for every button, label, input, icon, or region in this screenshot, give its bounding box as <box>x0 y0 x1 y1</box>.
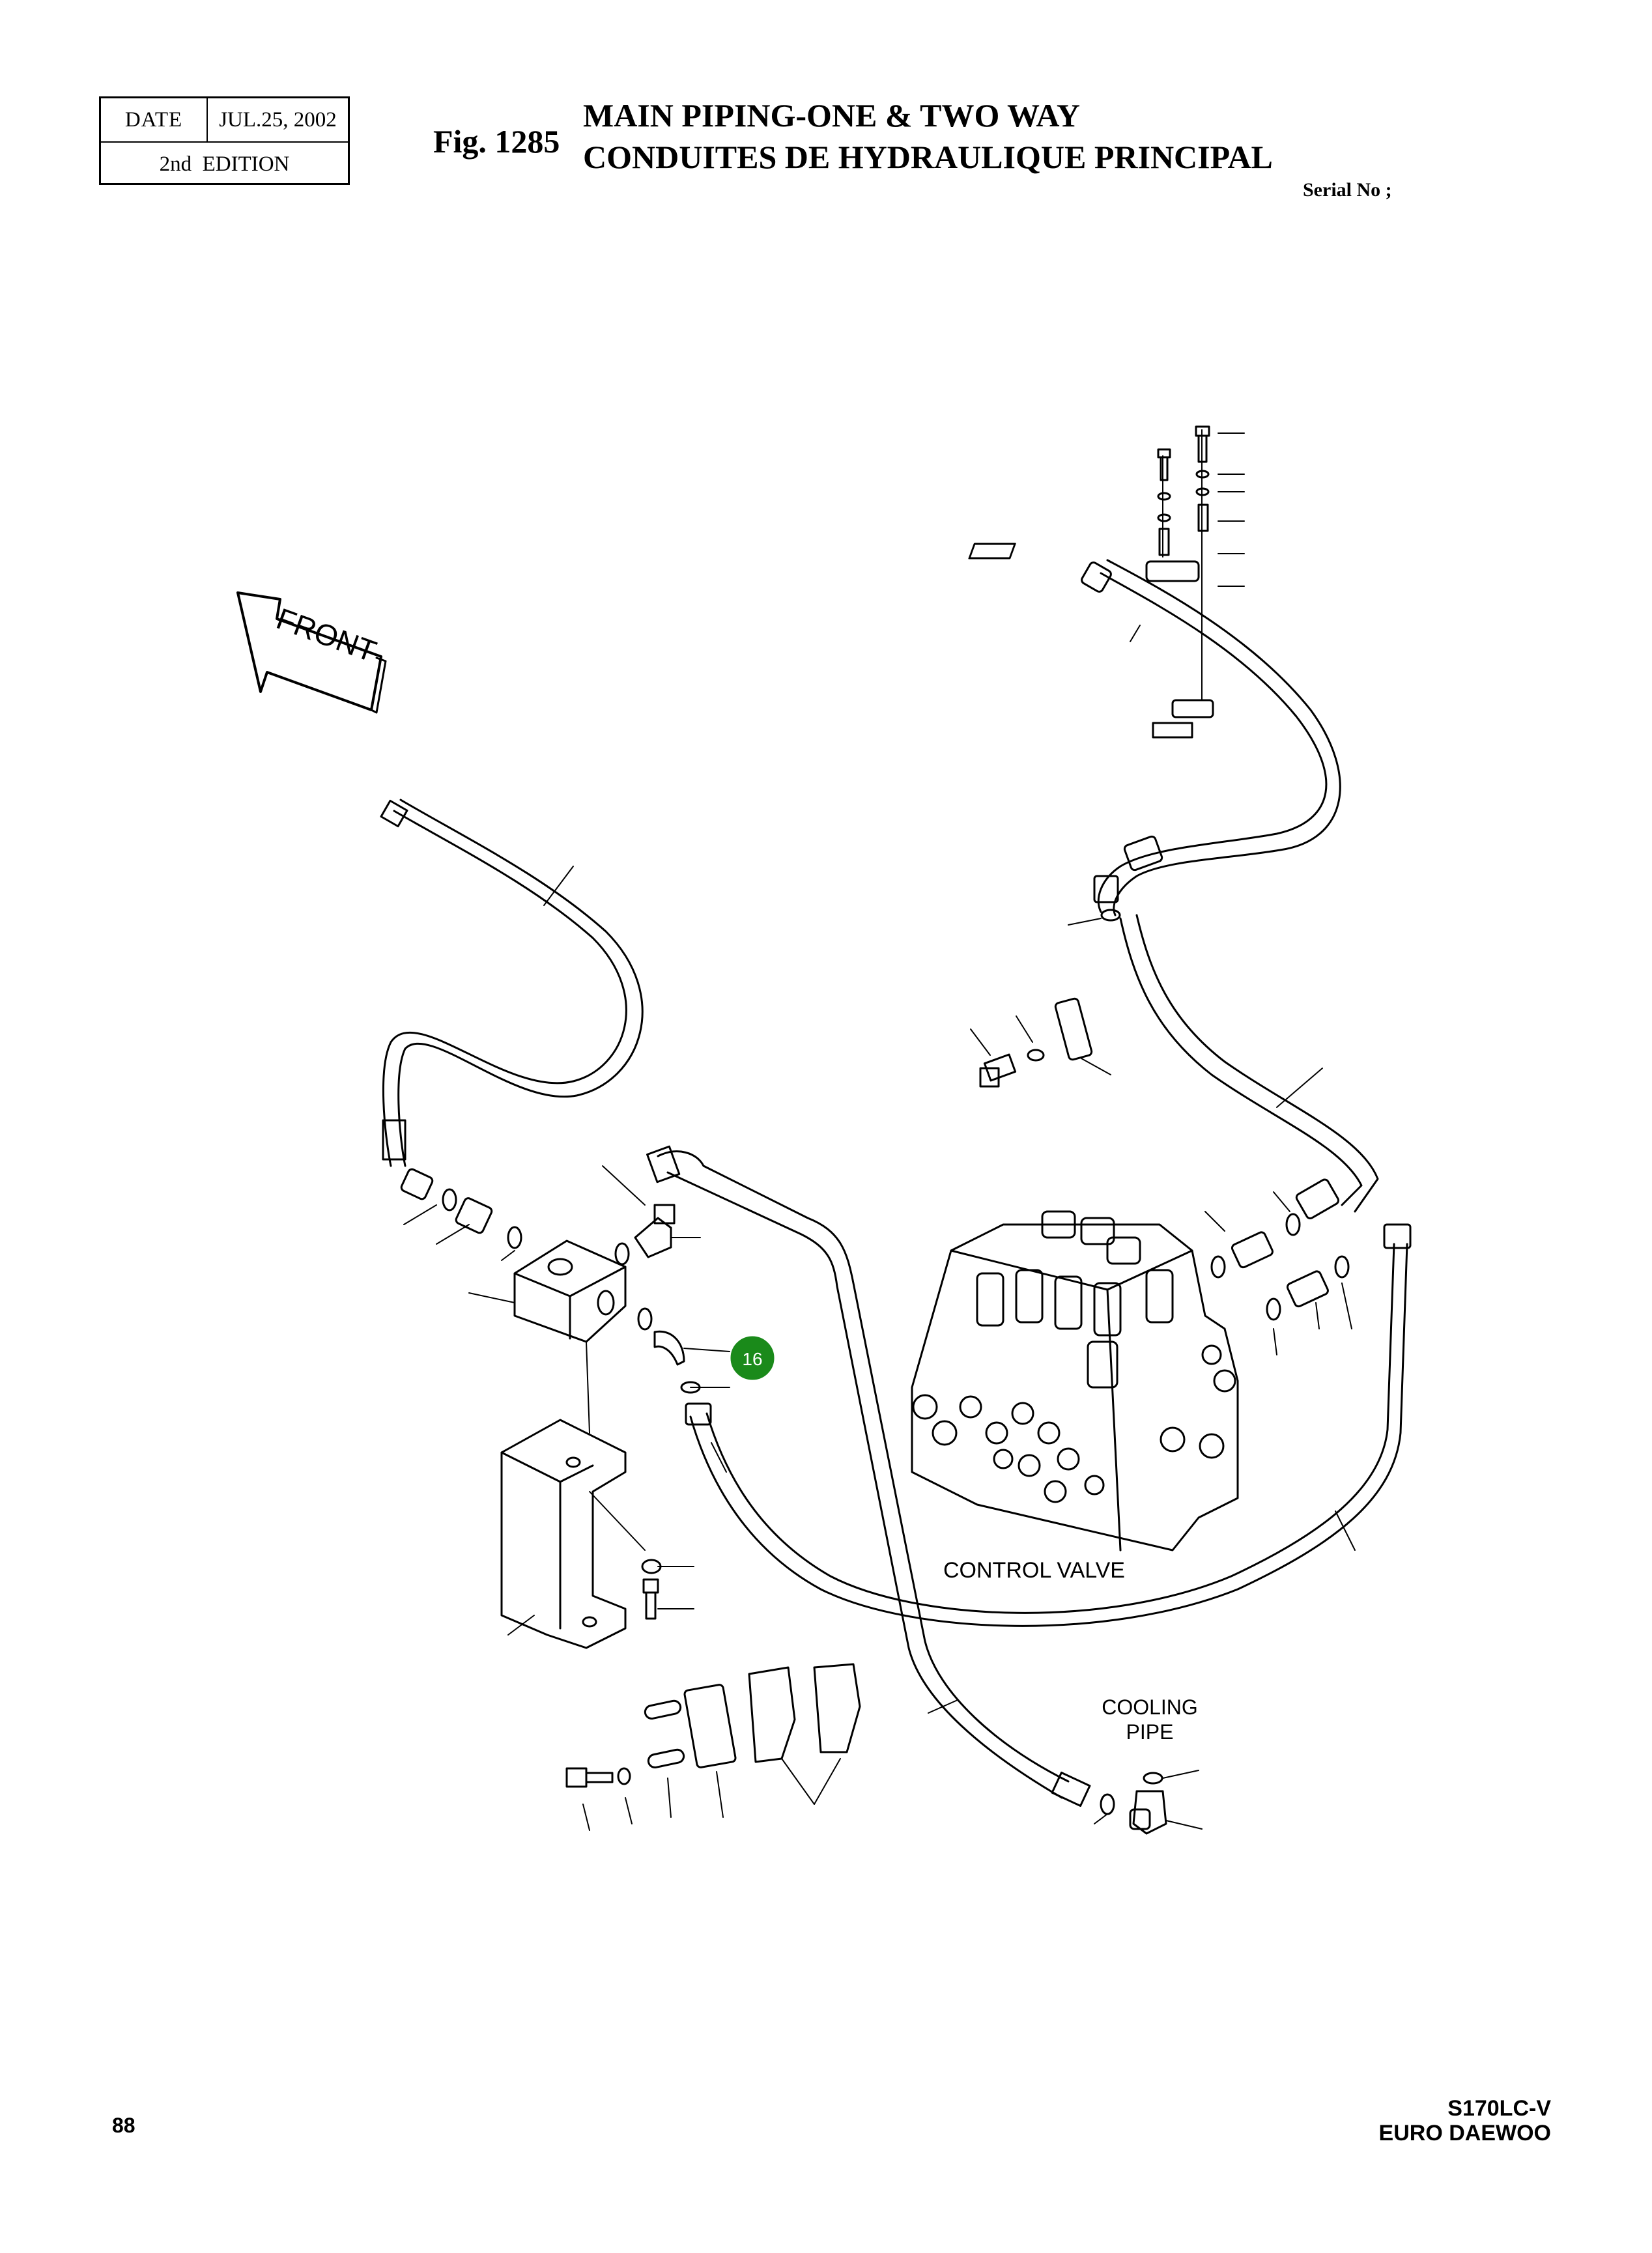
callout-16-label: 16 <box>742 1349 762 1369</box>
control-valve: CONTROL VALVE <box>911 1210 1239 1583</box>
front-label: FRONT <box>272 601 381 668</box>
model-name: S170LC-V <box>1447 2096 1551 2121</box>
manifold-block <box>468 1240 627 1434</box>
left-fittings <box>400 1168 522 1261</box>
date-edition-box: DATE JUL.25, 2002 2nd EDITION <box>99 96 350 185</box>
lower-hose <box>685 1223 1412 1627</box>
edition-row: 2nd EDITION <box>101 143 348 186</box>
cooling-pipe-label-line1: COOLING <box>1102 1695 1198 1719</box>
bottom-clamp-parts <box>565 1663 861 1831</box>
long-pipe-to-cooling <box>646 1145 1115 1815</box>
model-info: S170LC-V EURO DAEWOO <box>1379 2096 1551 2146</box>
manufacturer-name: EURO DAEWOO <box>1378 2121 1551 2146</box>
bracket-bolts <box>641 1559 694 1620</box>
serial-number-label: Serial No ; <box>1303 179 1392 201</box>
right-fittings <box>1204 1191 1352 1355</box>
edition-label: 2nd EDITION <box>159 152 290 176</box>
mid-clamp <box>970 997 1111 1088</box>
date-label: DATE <box>101 98 208 141</box>
upper-clamp-assembly <box>968 425 1245 739</box>
page-title-french: CONDUITES DE HYDRAULIQUE PRINCIPAL <box>583 139 1273 175</box>
page-title-english: MAIN PIPING-ONE & TWO WAY <box>583 97 1081 134</box>
upper-right-hose <box>1068 559 1341 926</box>
left-upper-hose <box>380 799 644 1167</box>
control-valve-label: CONTROL VALVE <box>943 1558 1125 1583</box>
figure-number: Fig. 1285 <box>433 123 560 160</box>
cooling-pipe-label-line2: PIPE <box>1126 1720 1174 1744</box>
mounting-bracket <box>500 1419 646 1649</box>
page-number: 88 <box>112 2114 135 2137</box>
elbow-fittings <box>602 1165 730 1394</box>
callout-16: 16 <box>730 1336 775 1380</box>
front-arrow: FRONT <box>236 591 387 714</box>
date-value: JUL.25, 2002 <box>219 107 337 132</box>
cooling-pipe-fitting: COOLING PIPE <box>1094 1695 1203 1835</box>
date-row: DATE JUL.25, 2002 <box>101 98 348 143</box>
right-rigid-pipe <box>1119 914 1379 1219</box>
